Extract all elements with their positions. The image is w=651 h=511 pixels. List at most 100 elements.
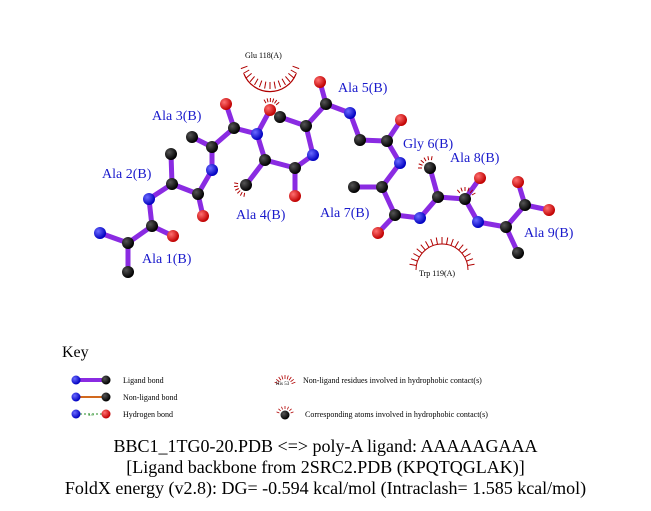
contact-label-glu118: Glu 118(A) [245,51,282,60]
contact-spoke [249,76,255,83]
contact-spoke [281,406,283,410]
contact-spoke [254,78,259,86]
residue-label-ala2: Ala 2(B) [102,167,152,182]
residue-labels: Ala 1(B) Ala 2(B) Ala 3(B) Ala 4(B) Ala … [102,81,574,267]
legend-his-example: His 53 [276,382,290,387]
oxygen-atom [220,98,232,110]
contact-spoke [430,238,434,246]
contact-spoke [409,263,417,266]
oxygen-atom [512,176,524,188]
contact-spoke [420,244,426,251]
legend-contact-arc-icon [274,375,296,384]
contact-spoke [290,411,294,414]
residue-label-ala3: Ala 3(B) [152,109,202,124]
legend-non-ligand-residues-box: Non-ligand residues involved in hydropho… [303,376,482,385]
contact-spoke [243,192,246,197]
carbon-atom [274,111,286,123]
contact-spoke [454,241,459,248]
oxygen-atom [314,76,326,88]
carbon-atom [320,98,332,110]
residue-label-ala9: Ala 9(B) [524,226,574,241]
contact-spoke [288,376,292,381]
oxygen-atom [289,190,301,202]
contact-spoke [264,81,267,89]
contact-spoke [240,65,248,70]
carbon-atom [459,193,471,205]
contact-spoke [234,182,239,185]
contact-spoke [234,188,240,191]
contact-spoke [277,80,282,88]
carbon-atom [500,221,512,233]
contact-spoke [446,237,449,245]
nitrogen-atom [344,107,356,119]
contact-spoke [274,99,278,104]
contact-spoke [469,189,474,194]
footer-backbone-source: [Ligand backbone from 2SRC2.PDB (KPQTQGL… [126,457,525,477]
ligand-atoms [94,76,555,278]
carbon-atom [206,141,218,153]
legend-hydrogen-bond-label: Hydrogen bond [123,410,173,419]
contact-spoke [456,189,461,194]
nitrogen-atom [414,212,426,224]
contact-spoke [263,99,267,104]
contact-spoke [273,81,276,89]
contact-spoke [430,156,433,161]
contact-spoke [286,375,289,380]
oxygen-atom [395,114,407,126]
contact-spoke [289,408,292,412]
contact-spoke [242,69,250,74]
contact-spoke [291,381,296,384]
contact-spoke [275,101,280,106]
contact-spoke [271,98,275,103]
carbon-atom [381,135,393,147]
residue-label-ala4: Ala 4(B) [236,208,286,223]
carbon-atom [354,134,366,146]
residue-label-ala5: Ala 5(B) [338,81,388,96]
contact-spoke [435,237,438,245]
nitrogen-atom [472,216,484,228]
carbon-atom [228,122,240,134]
carbon-atom [166,178,178,190]
carbon-atom [165,148,177,160]
carbon-atom [192,188,204,200]
carbon-atom [389,209,401,221]
carbon-atom [186,131,198,143]
contact-spoke [464,253,471,258]
carbon-atom [146,220,158,232]
carbon-atom [289,162,301,174]
nitrogen-atom [394,157,406,169]
contact-spoke [461,248,468,254]
carbon-atom [432,191,444,203]
residue-label-gly6: Gly 6(B) [403,137,454,152]
contact-spoke [287,406,289,410]
trp119-contact-arc [409,237,475,271]
glu118-contact-arc [240,65,300,93]
contact-spoke [281,375,284,380]
carbon-atom [512,247,524,259]
oxygen-atom [543,204,555,216]
contact-spoke [467,187,470,192]
contact-spoke [258,80,263,88]
contact-spoke [266,98,269,103]
contact-spoke [290,378,294,383]
contact-spoke [290,69,298,74]
contact-spoke [276,411,280,414]
contact-spoke [466,258,474,262]
hydrophobic-contacts [234,65,476,271]
contact-spoke [413,253,420,258]
carbon-atom [424,162,436,174]
contact-spoke [278,376,282,381]
legend-carbon-atom [101,375,111,385]
contact-spoke [410,258,418,262]
legend-hydrogen-bond-length: 3.0 [88,412,94,417]
oxygen-atom [372,227,384,239]
legend-carbon-atom [101,392,111,402]
footer-title: BBC1_1TG0-20.PDB <=> poly-A ligand: AAAA… [113,436,538,456]
contact-spoke [239,191,243,196]
nitrogen-atom [206,164,218,176]
nitrogen-atom [251,128,263,140]
contact-spoke [450,238,454,246]
carbon-atom [300,120,312,132]
carbon-atom [259,154,271,166]
contact-spoke [460,187,463,192]
